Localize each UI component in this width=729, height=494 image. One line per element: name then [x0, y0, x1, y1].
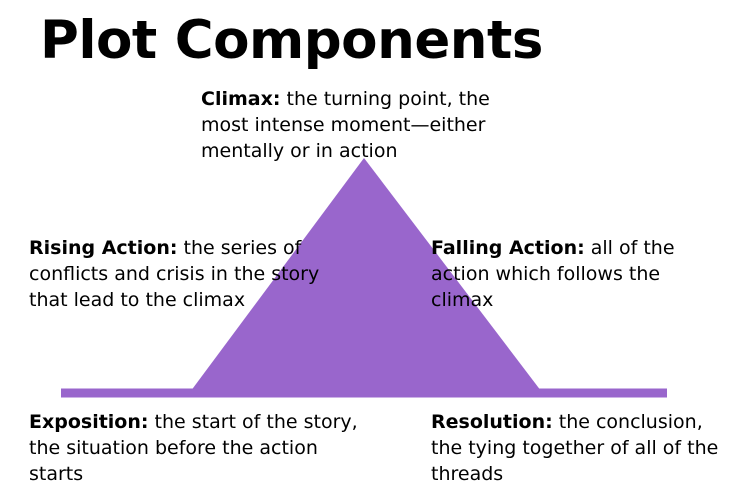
annotation-falling-action-term: Falling Action: — [431, 237, 585, 259]
annotation-rising-action-description: the series of conflicts and crisis in th… — [29, 237, 320, 311]
annotation-exposition: Exposition: the start of the story, the … — [29, 409, 369, 487]
annotation-exposition-description: the start of the story, the situation be… — [29, 411, 358, 485]
annotation-rising-action: Rising Action: the series of conflicts a… — [29, 235, 359, 313]
annotation-resolution: Resolution: the conclusion, the tying to… — [431, 409, 721, 487]
annotation-climax-term: Climax: — [201, 88, 281, 110]
annotation-rising-action-term: Rising Action: — [29, 237, 178, 259]
annotation-resolution-description: the conclusion, the tying together of al… — [431, 411, 719, 485]
annotation-climax-description: the turning point, the most intense mome… — [201, 88, 490, 162]
annotation-resolution-term: Resolution: — [431, 411, 553, 433]
plot-triangle-shape — [186, 158, 546, 398]
annotation-climax: Climax: the turning point, the most inte… — [201, 86, 541, 164]
annotation-exposition-term: Exposition: — [29, 411, 149, 433]
annotation-falling-action-description: all of the action which follows the clim… — [431, 237, 675, 311]
page-title: Plot Components — [40, 10, 543, 71]
annotation-falling-action: Falling Action: all of the action which … — [431, 235, 701, 313]
